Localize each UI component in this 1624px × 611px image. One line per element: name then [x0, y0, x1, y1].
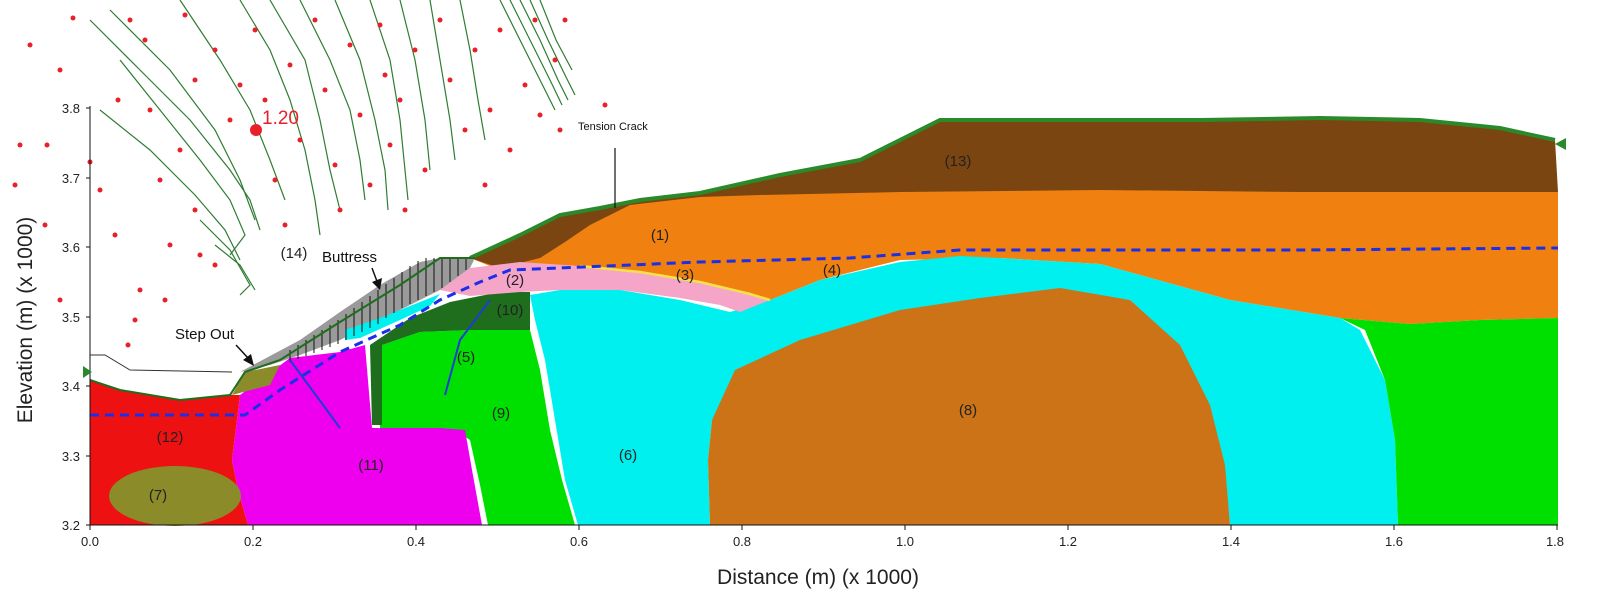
y-tick-label: 3.3: [62, 449, 80, 464]
region-10: [370, 292, 530, 425]
x-tick-label: 0.6: [570, 534, 588, 549]
original-ground-line: [90, 354, 233, 373]
region-6: [530, 256, 1398, 525]
region-9-right: [1340, 318, 1558, 525]
y-axis-ticks: [86, 107, 90, 526]
fos-contours: [89, 0, 576, 296]
region-label-9: (9): [492, 405, 510, 422]
region-2-3: [440, 262, 770, 312]
y-tick-label: 3.4: [62, 379, 80, 394]
region-label-13: (13): [945, 153, 972, 170]
x-tick-label: 1.8: [1546, 534, 1564, 549]
slip-line-2: [444, 299, 491, 396]
x-tick-label: 0.4: [407, 534, 425, 549]
region-label-7: (7): [149, 487, 167, 504]
x-tick-label: 0.0: [81, 534, 99, 549]
region-label-8: (8): [959, 402, 977, 419]
region-label-2: (2): [506, 272, 524, 289]
buttress-fill: [240, 258, 475, 372]
x-tick-label: 1.6: [1385, 534, 1403, 549]
region-label-1: (1): [651, 227, 669, 244]
x-axis-title: Distance (m) (x 1000): [717, 566, 919, 589]
x-tick-label: 0.2: [244, 534, 262, 549]
geology-regions: [89, 115, 1558, 526]
region-13: [470, 118, 1558, 268]
region-8: [708, 288, 1230, 525]
grid-points: [12, 12, 608, 348]
y-tick-label: 3.5: [62, 310, 80, 325]
region-9: [380, 328, 575, 525]
critical-center: [250, 124, 262, 136]
axes: [89, 106, 1558, 526]
step-out-arrowhead: [243, 354, 254, 366]
region-label-5: (5): [457, 349, 475, 366]
buttress-drain: [345, 294, 440, 340]
left-boundary-marker: [83, 366, 92, 378]
step-out-arrow: [235, 344, 249, 359]
x-tick-label: 1.4: [1222, 534, 1240, 549]
y-tick-label: 3.6: [62, 240, 80, 255]
right-boundary-marker: [1555, 138, 1566, 150]
step-out-fill: [232, 365, 280, 395]
region-11: [232, 345, 482, 525]
y-axis-title: Elevation (m) (x 1000): [14, 217, 37, 424]
excavation-surface: [89, 257, 475, 402]
x-tick-label: 0.8: [733, 534, 751, 549]
buttress-arrowhead: [372, 278, 382, 290]
region-7: [109, 466, 241, 526]
region-label-6: (6): [619, 447, 637, 464]
x-axis-ticks: [89, 525, 1558, 530]
step-out-label: Step Out: [175, 326, 235, 343]
region-1: [470, 190, 1558, 324]
ground-surface: [469, 115, 1556, 260]
region-label-12: (12): [157, 429, 184, 446]
region-label-10: (10): [497, 302, 524, 319]
region-label-3: (3): [676, 267, 694, 284]
water-table: [90, 246, 1559, 417]
region-label-14: (14): [281, 245, 308, 262]
weak-layer: [579, 264, 771, 302]
factor-of-safety-value: 1.20: [262, 108, 299, 129]
y-tick-label: 3.8: [62, 101, 80, 116]
slip-line-1: [289, 359, 341, 429]
x-tick-label: 1.0: [896, 534, 914, 549]
buttress-label: Buttress: [322, 249, 377, 266]
y-tick-label: 3.7: [62, 171, 80, 186]
tension-crack-label: Tension Crack: [578, 121, 648, 133]
slip-lines: [289, 299, 491, 429]
region-label-11: (11): [358, 457, 384, 474]
y-tick-label: 3.2: [62, 518, 80, 533]
x-tick-label: 1.2: [1059, 534, 1077, 549]
region-label-4: (4): [823, 262, 841, 279]
